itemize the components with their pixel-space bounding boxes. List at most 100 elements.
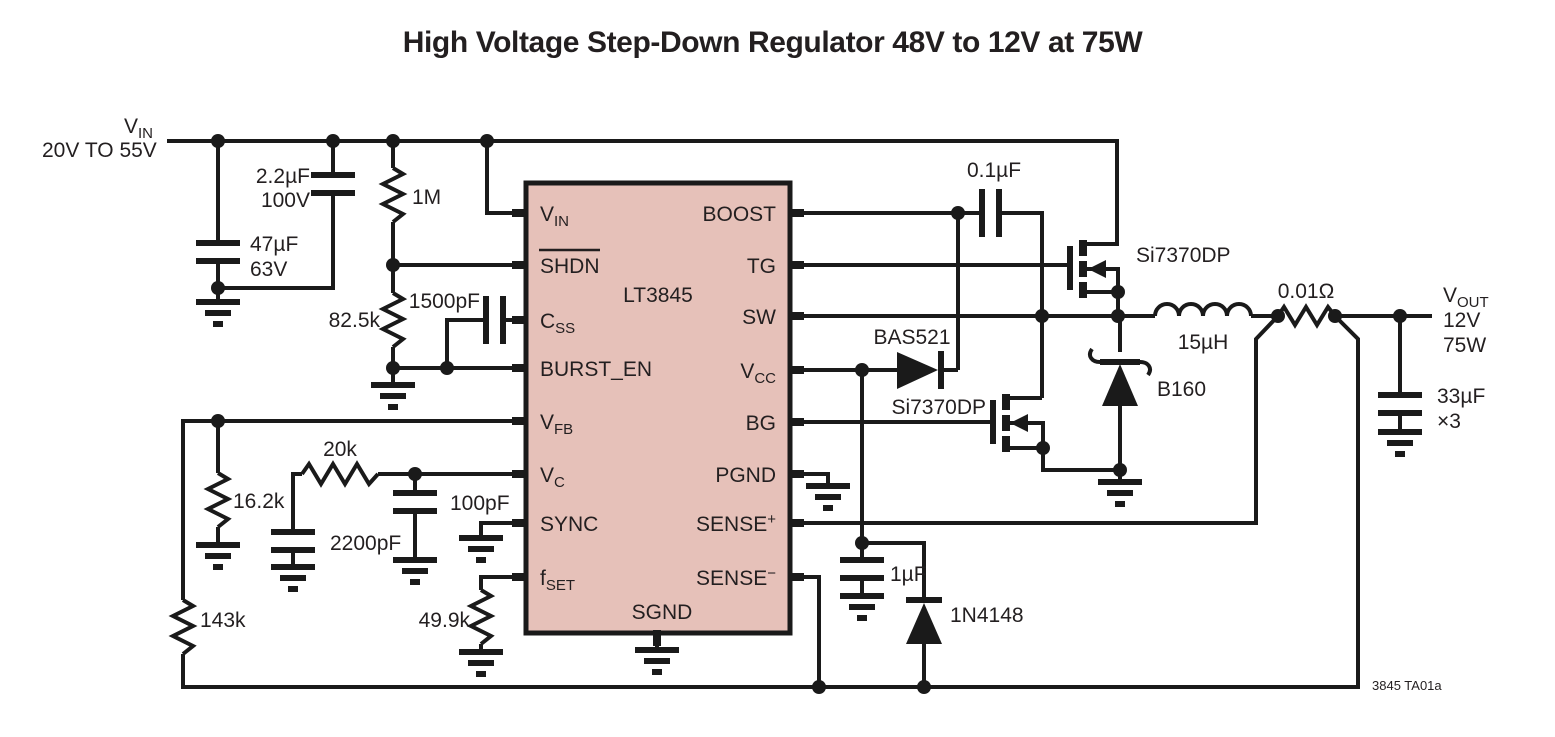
comp-cap-2200p: 2200pF (271, 532, 401, 589)
vin-range-label: 20V TO 55V (42, 139, 157, 162)
ic-pin-label-fset: fSET (540, 567, 575, 594)
capacitor-icon (1378, 395, 1422, 413)
resistor-82k5-value: 82.5k (329, 309, 381, 332)
vout-power: 75W (1443, 334, 1486, 357)
capacitor-icon (486, 296, 503, 344)
top-mosfet-si7370dp: Si7370DP (1067, 240, 1231, 316)
resistor-icon (1276, 305, 1337, 327)
junction-dots (211, 134, 1407, 694)
resistor-icon (381, 291, 405, 349)
vout-terminal: VOUT 12V 75W (1443, 284, 1489, 357)
inductor-value: 15µH (1178, 331, 1229, 354)
resistor-icon (171, 598, 195, 656)
boost-cap-value: 0.1µF (967, 159, 1021, 182)
ic-pin-label-shdn: SHDN (540, 255, 600, 278)
vcc-diode-1n4148: 1N4148 (906, 597, 1024, 644)
capacitor-icon (982, 189, 999, 237)
resistor-icon (206, 471, 230, 529)
css-cap-1500p: 1500pF (409, 290, 503, 344)
ground-icon (271, 567, 315, 589)
comp-resistor-value: 20k (323, 438, 357, 461)
resistor-1m: 1M (381, 166, 441, 224)
fset-resistor-49k9: 49.9k (419, 588, 503, 674)
ic-pin-label-sw: SW (742, 306, 776, 329)
mosfet-body-arrow-icon (1010, 414, 1028, 432)
ground-icon (371, 385, 415, 407)
ic-pin-label-sync: SYNC (540, 513, 598, 536)
capacitor-icon (840, 560, 884, 578)
ground-icon (840, 596, 884, 618)
vout-label: VOUT (1443, 284, 1489, 311)
vin-label: VIN (124, 115, 153, 142)
output-cap-33u: 33µF ×3 (1378, 385, 1485, 454)
output-cap-qty: ×3 (1437, 410, 1461, 433)
sync-ground (459, 538, 503, 560)
comp-cap-100p-value: 100pF (450, 492, 510, 515)
vcc-cap-1u: 1µF (840, 560, 927, 618)
capacitor-icon (196, 243, 240, 261)
ic-body (523, 180, 793, 636)
ic-pin-label-sgnd: SGND (632, 601, 693, 624)
ground-icon (393, 560, 437, 582)
vcc-diode-label: 1N4148 (950, 604, 1024, 627)
vcc-cap-value: 1µF (890, 563, 927, 586)
resistor-16k2-value: 16.2k (233, 490, 285, 513)
sgnd-ground (635, 650, 679, 672)
ground-icon (1378, 432, 1422, 454)
cap-47u-rating: 63V (250, 258, 287, 281)
ic-pin-label-vfb: VFB (540, 411, 573, 438)
ic-pin-label-burst-en: BURST_EN (540, 358, 652, 381)
resistor-82k5: 82.5k (329, 291, 415, 407)
ic-pin-label-sense-plus: SENSE+ (696, 511, 776, 536)
figure-label: 3845 TA01a (1372, 678, 1442, 693)
inductor-15uh: 15µH (1153, 302, 1253, 354)
top-mosfet-label: Si7370DP (1136, 244, 1231, 267)
ground-icon (459, 652, 503, 674)
vout-voltage: 12V (1443, 309, 1480, 332)
ic-lt3845: LT3845 VIN SHDN CSS BURST_EN VFB VC SYNC… (512, 180, 804, 646)
boost-cap-0u1: 0.1µF (967, 159, 1021, 237)
ic-pin-label-pgnd: PGND (715, 464, 776, 487)
comp-cap-100p: 100pF (393, 492, 510, 582)
cap-2u2-rating: 100V (261, 189, 310, 212)
fset-resistor-value: 49.9k (419, 609, 471, 632)
diode-icon (1102, 364, 1138, 406)
sense-resistor-0r01: 0.01Ω (1276, 280, 1337, 327)
ground-icon (806, 486, 850, 508)
mosfet-body-arrow-icon (1088, 260, 1106, 278)
capacitor-icon (311, 175, 355, 193)
sense-resistor-value: 0.01Ω (1278, 280, 1335, 303)
resistor-icon (381, 166, 405, 224)
ground-icon (196, 545, 240, 567)
capacitor-icon (393, 493, 437, 511)
resistor-143k: 143k (171, 598, 246, 656)
comp-cap-value: 2200pF (330, 532, 401, 555)
bottom-mosfet-si7370dp: Si7370DP (891, 394, 1142, 504)
diode-icon (897, 352, 938, 389)
vin-terminal: VIN 20V TO 55V (42, 115, 157, 162)
ic-pin-label-bg: BG (746, 412, 776, 435)
ic-pin-label-tg: TG (747, 255, 776, 278)
css-cap-value: 1500pF (409, 290, 480, 313)
ground-icon (1098, 482, 1142, 504)
ic-pin-label-boost: BOOST (702, 203, 776, 226)
input-cap-2u2: 2.2µF 100V (256, 165, 355, 212)
ic-part-label: LT3845 (623, 284, 693, 307)
resistor-16k2: 16.2k (196, 471, 285, 567)
ground-icon (196, 302, 240, 324)
diode-icon (906, 603, 942, 644)
resistor-icon (469, 588, 493, 646)
output-cap-value: 33µF (1437, 385, 1485, 408)
ic-pin-label-sense-minus: SENSE− (696, 565, 776, 590)
ic-pin-label-vc: VC (540, 464, 565, 491)
schottky-curls (1088, 347, 1152, 377)
cap-47u-value: 47µF (250, 233, 298, 256)
page-title: High Voltage Step-Down Regulator 48V to … (402, 26, 1143, 59)
cap-2u2-value: 2.2µF (256, 165, 310, 188)
ic-pin-label-css: CSS (540, 310, 575, 337)
boost-diode-bas521: BAS521 (873, 326, 951, 389)
ground-icon (635, 650, 679, 672)
bottom-mosfet-label: Si7370DP (891, 396, 986, 419)
capacitor-icon (271, 532, 315, 550)
